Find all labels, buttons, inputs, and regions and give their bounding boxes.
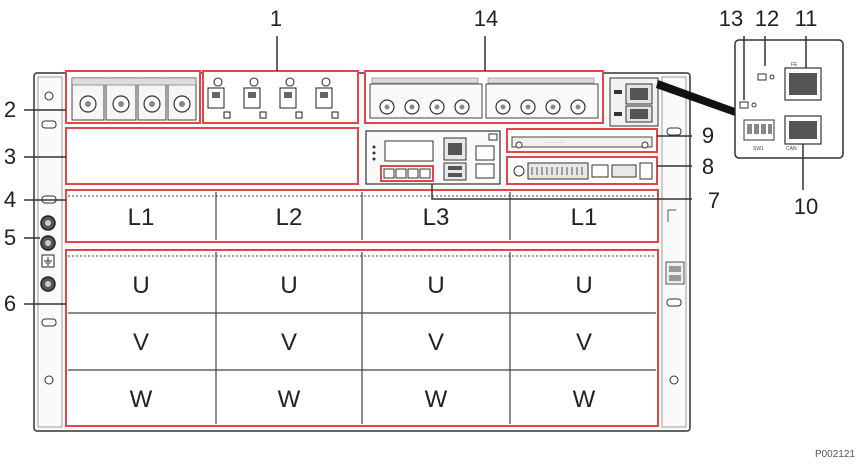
slot-label: V	[576, 329, 592, 356]
lcd-display	[384, 140, 434, 162]
screw-icon	[513, 165, 525, 177]
slot-label: W	[573, 386, 596, 413]
slot-label: U	[280, 272, 297, 299]
callout-10: 10	[794, 194, 818, 219]
indicator-led-icon	[757, 73, 767, 81]
slot-label: U	[575, 272, 592, 299]
screw-icon	[669, 375, 679, 385]
terminal-strip	[527, 162, 589, 180]
callout-5: 5	[4, 225, 16, 250]
rail-slot	[41, 318, 57, 327]
rail-slot	[41, 120, 57, 129]
breaker-row-left	[71, 77, 197, 121]
slot-label: W	[425, 386, 448, 413]
callout-13: 13	[719, 6, 743, 31]
svg-text:· · · · · ·: · · · · · ·	[545, 140, 562, 146]
slot-label: V	[428, 329, 444, 356]
slot-label: L2	[276, 204, 303, 231]
callout-9: 9	[702, 123, 714, 148]
callout-4: 4	[4, 187, 16, 212]
leader-lines	[24, 36, 807, 305]
slot-label: L1	[571, 204, 598, 231]
callout-11: 11	[795, 6, 818, 31]
rj45-port-icon	[639, 162, 653, 180]
keypad-buttons	[383, 168, 431, 179]
indicator-led-icon	[739, 101, 749, 109]
callout-8: 8	[702, 154, 714, 179]
callout-14: 14	[474, 6, 498, 31]
slot-label: W	[130, 386, 153, 413]
rail-slot	[666, 127, 682, 136]
left-rail	[37, 76, 63, 428]
slot-label: V	[133, 329, 149, 356]
right-rail	[661, 76, 687, 428]
screw-icon	[44, 91, 54, 101]
highlight-3	[65, 127, 359, 185]
slot-label: U	[427, 272, 444, 299]
rj45-port-icon	[475, 163, 495, 179]
slot-label: V	[281, 329, 297, 356]
rail-slot	[666, 298, 682, 307]
port-label: CAN	[786, 146, 797, 152]
usb-port-icon	[443, 162, 467, 181]
slot-label: L3	[423, 204, 450, 231]
inset-pointer	[656, 80, 735, 116]
port-label: FE	[791, 62, 798, 68]
slot-label: L1	[128, 204, 155, 231]
callout-6: 6	[4, 291, 16, 316]
io-strip	[511, 136, 653, 148]
callout-1: 1	[270, 6, 282, 31]
figure-id: P002121	[815, 449, 855, 460]
rj45-port-icon	[475, 145, 495, 161]
slot-label: U	[132, 272, 149, 299]
switch-label: SW1	[753, 146, 764, 152]
callout-2: 2	[4, 97, 16, 122]
slot-grid	[68, 192, 656, 424]
slot-label: W	[278, 386, 301, 413]
callout-7: 7	[708, 188, 720, 213]
callout-3: 3	[4, 144, 16, 169]
screw-icon	[44, 375, 54, 385]
callout-12: 12	[755, 6, 779, 31]
